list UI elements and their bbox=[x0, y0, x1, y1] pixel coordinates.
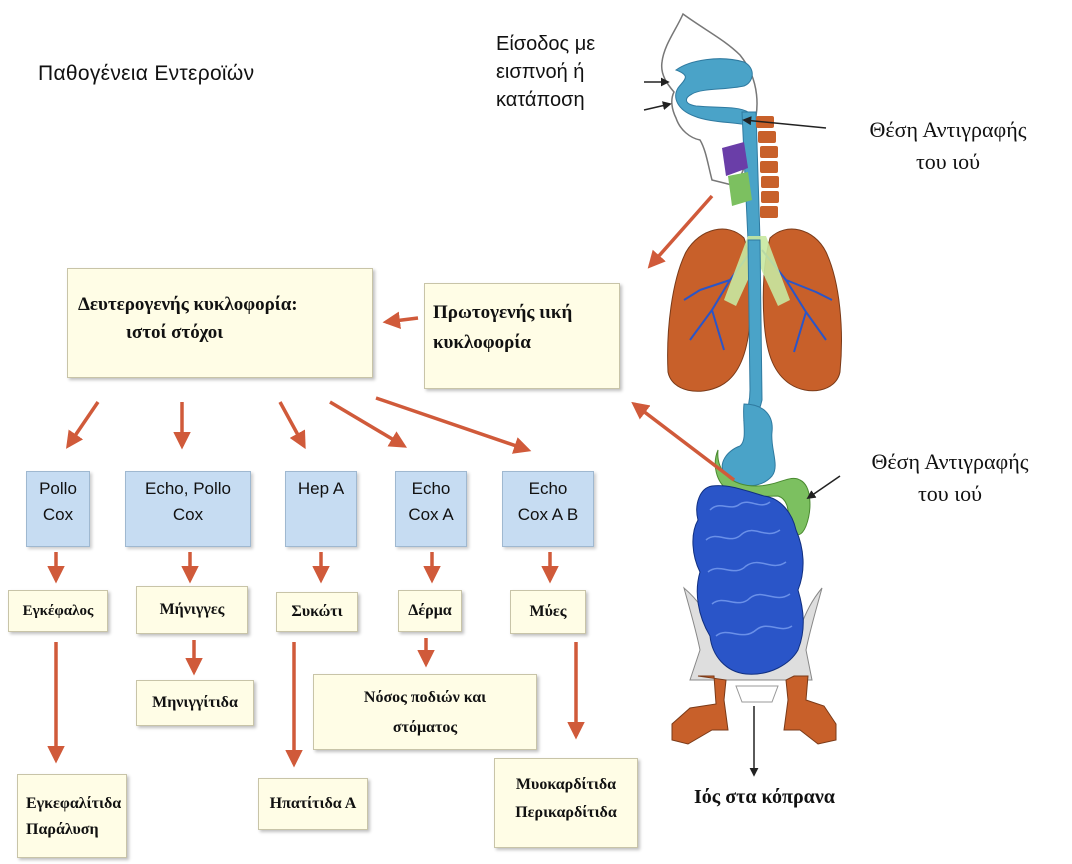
right-lung bbox=[763, 229, 841, 391]
replication-site-label-bottom: Θέση Αντιγραφής του ιού bbox=[834, 446, 1066, 510]
arrow-primary-to-secondary bbox=[386, 318, 418, 322]
right-femur bbox=[784, 676, 836, 744]
virus-in-feces-label: Ιός στα κόπρανα bbox=[694, 784, 835, 810]
organ-box-meninges: Μήνιγγες bbox=[136, 586, 248, 634]
tonsil-tissue bbox=[722, 142, 748, 176]
replication-site-label-top: Θέση Αντιγραφής του ιού bbox=[832, 114, 1064, 178]
vertebrae bbox=[756, 116, 779, 218]
stomach bbox=[722, 404, 775, 486]
arrow-to-col4 bbox=[330, 402, 404, 446]
arrow-gut-to-primary bbox=[634, 404, 734, 480]
left-femur bbox=[672, 676, 728, 744]
arrow-to-col3 bbox=[280, 402, 304, 446]
entry-label: Είσοδος με εισπνοή ή κατάποση bbox=[496, 30, 595, 114]
organ-box-liver: Συκώτι bbox=[276, 592, 358, 632]
organ-box-muscles: Μύες bbox=[510, 590, 586, 634]
arrow-to-col1 bbox=[68, 402, 98, 446]
organ-box-skin: Δέρμα bbox=[398, 590, 462, 632]
disease-box-meningitis: Μηνιγγίτιδα bbox=[136, 680, 254, 726]
secondary-circulation-box: Δευτερογενής κυκλοφορία: ιστοί στόχοι bbox=[67, 268, 373, 378]
organ-box-brain: Εγκέφαλος bbox=[8, 590, 108, 632]
primary-viremia-box: Πρωτογενής ιική κυκλοφορία bbox=[424, 283, 620, 389]
disease-box-hepatitis: Ηπατίτιδα Α bbox=[258, 778, 368, 830]
left-lung bbox=[668, 229, 751, 391]
virus-box-3: Hep A bbox=[285, 471, 357, 547]
throat-tissue bbox=[728, 172, 752, 206]
sacrum bbox=[736, 686, 778, 702]
anatomy-figure bbox=[662, 14, 842, 744]
